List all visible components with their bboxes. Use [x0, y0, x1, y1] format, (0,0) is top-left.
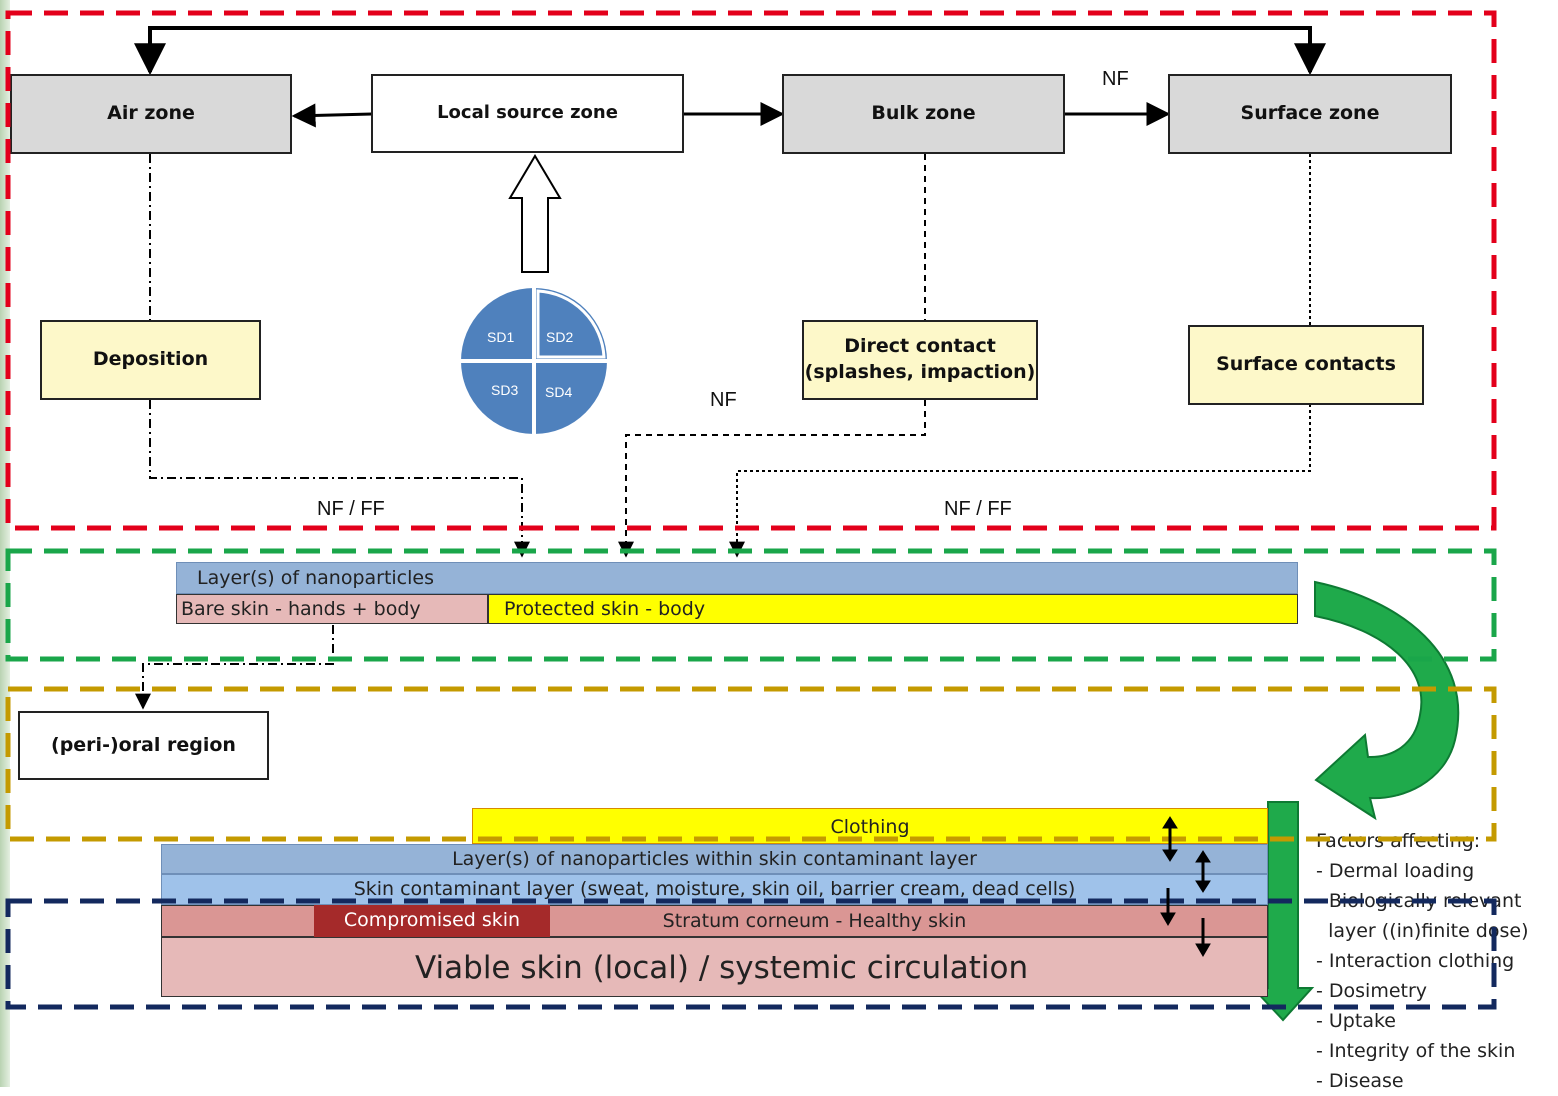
bare-skin-label: Bare skin - hands + body [181, 598, 421, 620]
red-dashed-frame [5, 10, 1497, 531]
navy-dashed-frame [5, 898, 1497, 1010]
np-in-contaminant-bar: Layer(s) of nanoparticles within skin co… [161, 844, 1268, 874]
pie-highlight-sd2 [536, 289, 606, 359]
factor-item: - Dosimetry [1316, 980, 1428, 1002]
deposition-box: Deposition [40, 320, 261, 400]
perioral-region-label: (peri-)oral region [51, 733, 236, 756]
factor-item: layer ((in)finite dose) [1316, 920, 1529, 942]
np-in-contaminant-label: Layer(s) of nanoparticles within skin co… [452, 848, 977, 870]
double-arrow-clothing [1162, 816, 1178, 862]
source-domain-pie [461, 288, 607, 434]
local-source-zone-label: Local source zone [437, 102, 618, 124]
surface-zone-box: Surface zone [1168, 74, 1452, 154]
line-deposition-to-skin [149, 400, 530, 558]
gold-dashed-frame [5, 686, 1497, 842]
contaminant-layer-label: Skin contaminant layer (sweat, moisture,… [353, 878, 1076, 900]
green-dashed-frame [5, 548, 1497, 662]
nanoparticle-layer-label: Layer(s) of nanoparticles [197, 567, 434, 589]
viable-skin-label: Viable skin (local) / systemic circulati… [415, 950, 1029, 986]
curved-green-arrow [1314, 580, 1460, 821]
factor-item: - Dermal loading [1316, 860, 1475, 882]
nf-ff-label-right: NF / FF [944, 498, 1012, 520]
pie-label-sd3: SD3 [491, 382, 519, 398]
air-zone-label: Air zone [107, 102, 195, 125]
factor-item: - Uptake [1316, 1010, 1396, 1032]
surface-contacts-label: Surface contacts [1216, 353, 1396, 376]
nf-ff-label-left: NF / FF [317, 498, 385, 520]
bare-skin-bar: Bare skin - hands + body [176, 594, 488, 624]
hollow-up-arrow [508, 154, 562, 273]
stratum-corneum-label: Stratum corneum - Healthy skin [662, 910, 967, 932]
factor-item: - Integrity of the skin [1316, 1040, 1516, 1062]
compromised-skin-label: Compromised skin [343, 909, 521, 931]
bulk-zone-box: Bulk zone [782, 74, 1065, 154]
surface-zone-label: Surface zone [1240, 102, 1380, 125]
down-arrow-stratum [1195, 918, 1211, 957]
bulk-zone-label: Bulk zone [871, 102, 976, 125]
viable-skin-bar: Viable skin (local) / systemic circulati… [161, 937, 1268, 997]
pie-label-sd1: SD1 [487, 329, 515, 345]
pie-label-sd4: SD4 [545, 384, 573, 400]
air-zone-box: Air zone [10, 74, 292, 154]
direct-contact-line1: Direct contact [844, 335, 996, 358]
direct-contact-line2: (splashes, impaction) [804, 361, 1036, 383]
nanoparticle-layer-bar: Layer(s) of nanoparticles [176, 562, 1298, 594]
left-background-strip [0, 0, 10, 1087]
clothing-label: Clothing [830, 816, 910, 838]
double-arrow-np-layer [1195, 850, 1211, 893]
arrow-local-to-air [291, 103, 373, 128]
nf-label-top: NF [1102, 68, 1129, 90]
surface-contacts-box: Surface contacts [1188, 325, 1424, 405]
protected-skin-label: Protected skin - body [504, 598, 706, 620]
deposition-label: Deposition [92, 348, 209, 371]
compromised-skin-bar: Compromised skin [314, 905, 550, 937]
pie-label-sd2: SD2 [546, 329, 574, 345]
perioral-region-box: (peri-)oral region [18, 711, 269, 780]
direct-contact-box: Direct contact (splashes, impaction) [802, 320, 1038, 400]
line-skin-to-perioral [135, 625, 334, 710]
factor-item: - Interaction clothing [1316, 950, 1515, 972]
nf-label-mid: NF [710, 389, 737, 411]
local-source-zone-box: Local source zone [371, 74, 684, 153]
down-arrow-contaminant [1160, 888, 1176, 926]
protected-skin-bar: Protected skin - body [488, 594, 1298, 624]
